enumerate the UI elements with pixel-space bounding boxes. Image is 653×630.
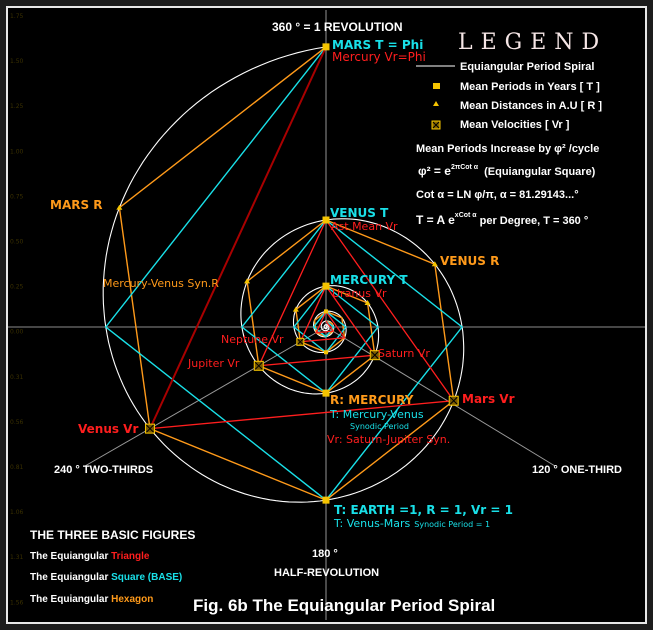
triangle-edge-dark <box>149 46 327 430</box>
square-marker-icon <box>433 83 440 89</box>
label-uranus-vr: Uranus Vr <box>332 287 387 300</box>
axis-tick-label: 1.56 <box>10 599 24 606</box>
label-vr-sat-jup: Vr: Saturn-Jupiter Syn. <box>327 433 450 446</box>
axis-tick-label: 0.56 <box>10 419 24 426</box>
label-venus-r: VENUS R <box>440 254 499 268</box>
axis-tick-label: 0.81 <box>10 464 24 471</box>
velocity-marker-x <box>370 351 379 360</box>
label-ast-mean-vr: Ast.Mean Vr <box>331 220 398 233</box>
period-marker <box>322 389 330 397</box>
velocity-marker <box>144 423 155 434</box>
legend-velocities: Mean Velocities [ Vr ] <box>460 119 570 131</box>
period-marker <box>322 43 330 51</box>
label-jupiter-vr: Jupiter Vr <box>187 357 240 370</box>
diagram-frame <box>6 6 647 624</box>
figure-square: The Equiangular Square (BASE) <box>30 572 182 583</box>
legend-spiral: Equiangular Period Spiral <box>460 61 594 73</box>
label-venus-t: VENUS T <box>330 206 389 220</box>
velocity-marker-x <box>297 338 304 345</box>
label-mars-vr: Mars Vr <box>462 392 515 406</box>
axis-tick-label: 1.00 <box>10 148 24 155</box>
boxed-x-marker-icon <box>431 120 441 130</box>
label-t-merc-venus: T: Mercury-Venus <box>329 408 424 421</box>
label-neptune-vr: Neptune Vr <box>221 333 284 346</box>
axis-tick-label: 0.31 <box>10 374 24 381</box>
axis-tick-label: 1.75 <box>10 13 24 20</box>
ray-240 <box>84 326 327 467</box>
label-180: 180 ° <box>312 548 338 560</box>
velocity-marker <box>369 350 380 361</box>
velocity-marker <box>448 395 459 406</box>
triangle-marker-icon <box>433 101 439 106</box>
figure-title: Fig. 6b The Equiangular Period Spiral <box>193 596 495 615</box>
legend-increase: Mean Periods Increase by φ² /cycle <box>416 143 599 155</box>
label-merc-venus-syn-r: Mercury-Venus Syn.R <box>103 277 219 290</box>
axis-labels: 1.75 1.50 1.25 1.00 0.75 0.50 0.25 0.00 0.31 0.56… <box>10 13 24 606</box>
label-half-revolution: HALF-REVOLUTION <box>274 567 379 579</box>
label-mercury-t: MERCURY T <box>330 273 408 287</box>
label-r-mercury: R: MERCURY <box>330 393 414 407</box>
distance-marker <box>244 278 251 284</box>
period-marker <box>324 309 328 314</box>
period-marker <box>322 216 330 224</box>
figures-heading: THE THREE BASIC FIGURES <box>30 528 195 542</box>
axis-tick-label: 1.31 <box>10 554 24 561</box>
velocity-marker-x <box>449 396 458 405</box>
label-earth: T: EARTH =1, R = 1, Vr = 1 <box>334 503 513 517</box>
axis-tick-label: 0.50 <box>10 239 24 246</box>
figure-triangle: The Equiangular Triangle <box>30 551 150 562</box>
axis-tick-label: 0.25 <box>10 284 24 291</box>
legend-periods: Mean Periods in Years [ T ] <box>460 81 600 93</box>
axis-tick-label: 0.75 <box>10 193 24 200</box>
markers <box>116 43 459 504</box>
axis-tick-label: 0.00 <box>10 329 24 336</box>
equiangular-spiral <box>102 46 465 503</box>
distance-marker <box>292 306 299 312</box>
distance-marker <box>364 300 371 306</box>
label-240: 240 ° TWO-THIRDS <box>54 464 153 476</box>
ray-120 <box>325 326 556 467</box>
equation-2: Cot α = LN φ/π, α = 81.29143...° <box>416 189 579 201</box>
legend-heading: LEGEND <box>458 30 607 55</box>
distance-marker <box>116 204 123 210</box>
label-venus-vr: Venus Vr <box>78 422 138 436</box>
velocity-marker <box>296 337 305 346</box>
period-marker <box>322 496 330 504</box>
label-saturn-vr: Saturn Vr <box>378 347 430 360</box>
label-360: 360 ° = 1 REVOLUTION <box>272 20 403 34</box>
period-marker <box>322 282 330 290</box>
label-mars-r: MARS R <box>50 198 103 212</box>
distance-marker <box>431 261 438 267</box>
label-mercury-vr: Mercury Vr=Phi <box>332 50 426 64</box>
label-mars-t: MARS T = Phi <box>332 38 423 52</box>
velocity-marker-x <box>146 424 154 433</box>
velocity-marker-x <box>254 361 263 370</box>
equation-1: φ² = e2πCot α(Equiangular Square) <box>418 164 596 178</box>
axis-tick-label: 1.25 <box>10 103 24 110</box>
axis-tick-label: 1.50 <box>10 58 24 65</box>
label-synodic-period: Synodic Period <box>350 422 409 431</box>
figure-hexagon: The Equiangular Hexagon <box>30 594 153 605</box>
velocity-marker <box>253 360 264 371</box>
period-marker <box>324 350 328 355</box>
label-120: 120 ° ONE-THIRD <box>532 464 622 476</box>
legend-distances: Mean Distances in A.U [ R ] <box>460 100 602 112</box>
axis-tick-label: 1.06 <box>10 509 24 516</box>
